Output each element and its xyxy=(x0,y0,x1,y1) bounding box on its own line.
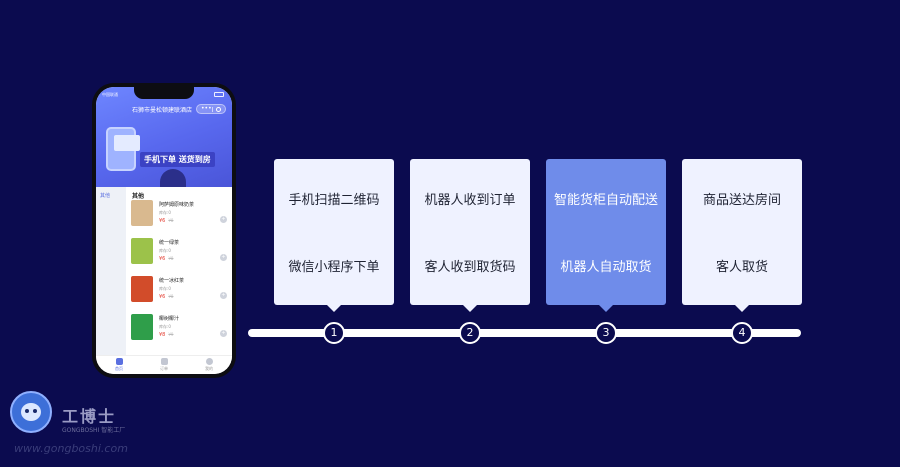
product-price: ¥6¥8 xyxy=(159,256,174,262)
watermark-title: 工博士 xyxy=(62,407,117,426)
tab-home[interactable]: 首页 xyxy=(104,358,134,372)
battery-icon xyxy=(214,92,224,97)
product-image xyxy=(131,276,153,302)
banner-person-illustration xyxy=(160,169,186,187)
mini-program-navbar: 石狮市曼松顿建联酒店 ••• xyxy=(96,102,232,116)
tab-profile[interactable]: 我的 xyxy=(194,358,224,372)
more-icon[interactable]: ••• xyxy=(201,105,212,112)
watermark-url: www.gongboshi.com xyxy=(14,442,128,455)
flow-step-detail: 微信小程序下单 xyxy=(288,260,380,275)
add-to-cart-icon[interactable]: + xyxy=(220,330,227,337)
robot-eye xyxy=(25,409,29,413)
product-item[interactable]: 椰树椰汁 库存:0 ¥8¥9 + xyxy=(128,313,232,351)
flow-step-title: 智能货柜自动配送 xyxy=(553,193,658,208)
flow-step-detail: 机器人自动取货 xyxy=(560,260,652,275)
product-item[interactable]: 阿萨姆原味奶茶 库存:0 ¥6¥8 + xyxy=(128,199,232,237)
add-to-cart-icon[interactable]: + xyxy=(220,254,227,261)
product-image xyxy=(131,200,153,226)
tab-label: 首页 xyxy=(115,366,123,371)
product-old-price: ¥8 xyxy=(168,294,174,299)
category-sidebar: 其他 xyxy=(96,187,126,355)
product-stock: 库存:0 xyxy=(159,324,171,329)
card-pointer xyxy=(462,304,478,312)
flow-step-detail: 客人取货 xyxy=(715,260,768,275)
tab-label: 订单 xyxy=(160,366,168,371)
product-item[interactable]: 统一冰红茶 库存:0 ¥6¥8 + xyxy=(128,275,232,313)
flow-step-card-active: 智能货柜自动配送 机器人自动取货 xyxy=(546,159,666,312)
step-marker-4: 4 xyxy=(731,322,753,344)
category-item-other[interactable]: 其他 xyxy=(100,193,111,199)
flow-step-title: 机器人收到订单 xyxy=(424,193,516,208)
profile-icon xyxy=(205,358,213,365)
product-price: ¥6¥8 xyxy=(159,294,174,300)
product-stock: 库存:0 xyxy=(159,248,171,253)
product-old-price: ¥9 xyxy=(168,332,174,337)
product-item[interactable]: 统一绿茶 库存:0 ¥6¥8 + xyxy=(128,237,232,275)
add-to-cart-icon[interactable]: + xyxy=(220,216,227,223)
product-image xyxy=(131,238,153,264)
hero-banner: 中国联通 下午 6:24 石狮市曼松顿建联酒店 ••• 手机下单 送货到房 xyxy=(96,87,232,187)
capsule-divider xyxy=(212,107,213,112)
product-stock: 库存:0 xyxy=(159,286,171,291)
robot-eye xyxy=(33,409,37,413)
close-icon[interactable] xyxy=(216,107,221,112)
product-price: ¥8¥9 xyxy=(159,332,174,338)
product-stock: 库存:0 xyxy=(159,210,171,215)
step-marker-2: 2 xyxy=(459,322,481,344)
order-icon xyxy=(160,358,168,365)
product-price: ¥6¥8 xyxy=(159,218,174,224)
category-header: 其他 xyxy=(132,193,145,200)
step-marker-3: 3 xyxy=(595,322,617,344)
shop-title: 石狮市曼松顿建联酒店 xyxy=(132,107,193,114)
flow-step-card: 商品送达房间 客人取货 xyxy=(682,159,802,312)
phone-screen: 中国联通 下午 6:24 石狮市曼松顿建联酒店 ••• 手机下单 送货到房 其他… xyxy=(96,87,232,374)
card-pointer xyxy=(734,304,750,312)
step-marker-1: 1 xyxy=(323,322,345,344)
flow-step-card: 机器人收到订单 客人收到取货码 xyxy=(410,159,530,312)
timeline-bar xyxy=(248,329,801,337)
banner-slogan: 手机下单 送货到房 xyxy=(140,152,215,167)
product-name: 统一绿茶 xyxy=(159,240,180,246)
add-to-cart-icon[interactable]: + xyxy=(220,292,227,299)
tab-bar: 首页 订单 我的 xyxy=(96,355,232,374)
home-icon xyxy=(115,358,123,365)
card-pointer xyxy=(598,304,614,312)
product-image xyxy=(131,314,153,340)
product-old-price: ¥8 xyxy=(168,218,174,223)
tab-orders[interactable]: 订单 xyxy=(149,358,179,372)
product-name: 阿萨姆原味奶茶 xyxy=(159,202,195,208)
mini-program-capsule[interactable]: ••• xyxy=(196,104,226,114)
flow-step-detail: 客人收到取货码 xyxy=(424,260,516,275)
product-name: 统一冰红茶 xyxy=(159,278,185,284)
watermark-subtitle: GONGBOSHI 智能工厂 xyxy=(62,427,126,434)
phone-mockup: 中国联通 下午 6:24 石狮市曼松顿建联酒店 ••• 手机下单 送货到房 其他… xyxy=(92,83,236,378)
phone-notch xyxy=(134,87,194,99)
flow-step-title: 手机扫描二维码 xyxy=(288,193,380,208)
carrier-label: 中国联通 xyxy=(102,92,118,97)
product-name: 椰树椰汁 xyxy=(159,316,180,322)
banner-card-illustration xyxy=(114,135,140,151)
flow-step-card: 手机扫描二维码 微信小程序下单 xyxy=(274,159,394,312)
robot-face xyxy=(21,403,41,421)
card-pointer xyxy=(326,304,342,312)
robot-mascot-icon xyxy=(10,391,52,433)
product-old-price: ¥8 xyxy=(168,256,174,261)
flow-step-title: 商品送达房间 xyxy=(702,193,781,208)
tab-label: 我的 xyxy=(205,366,213,371)
